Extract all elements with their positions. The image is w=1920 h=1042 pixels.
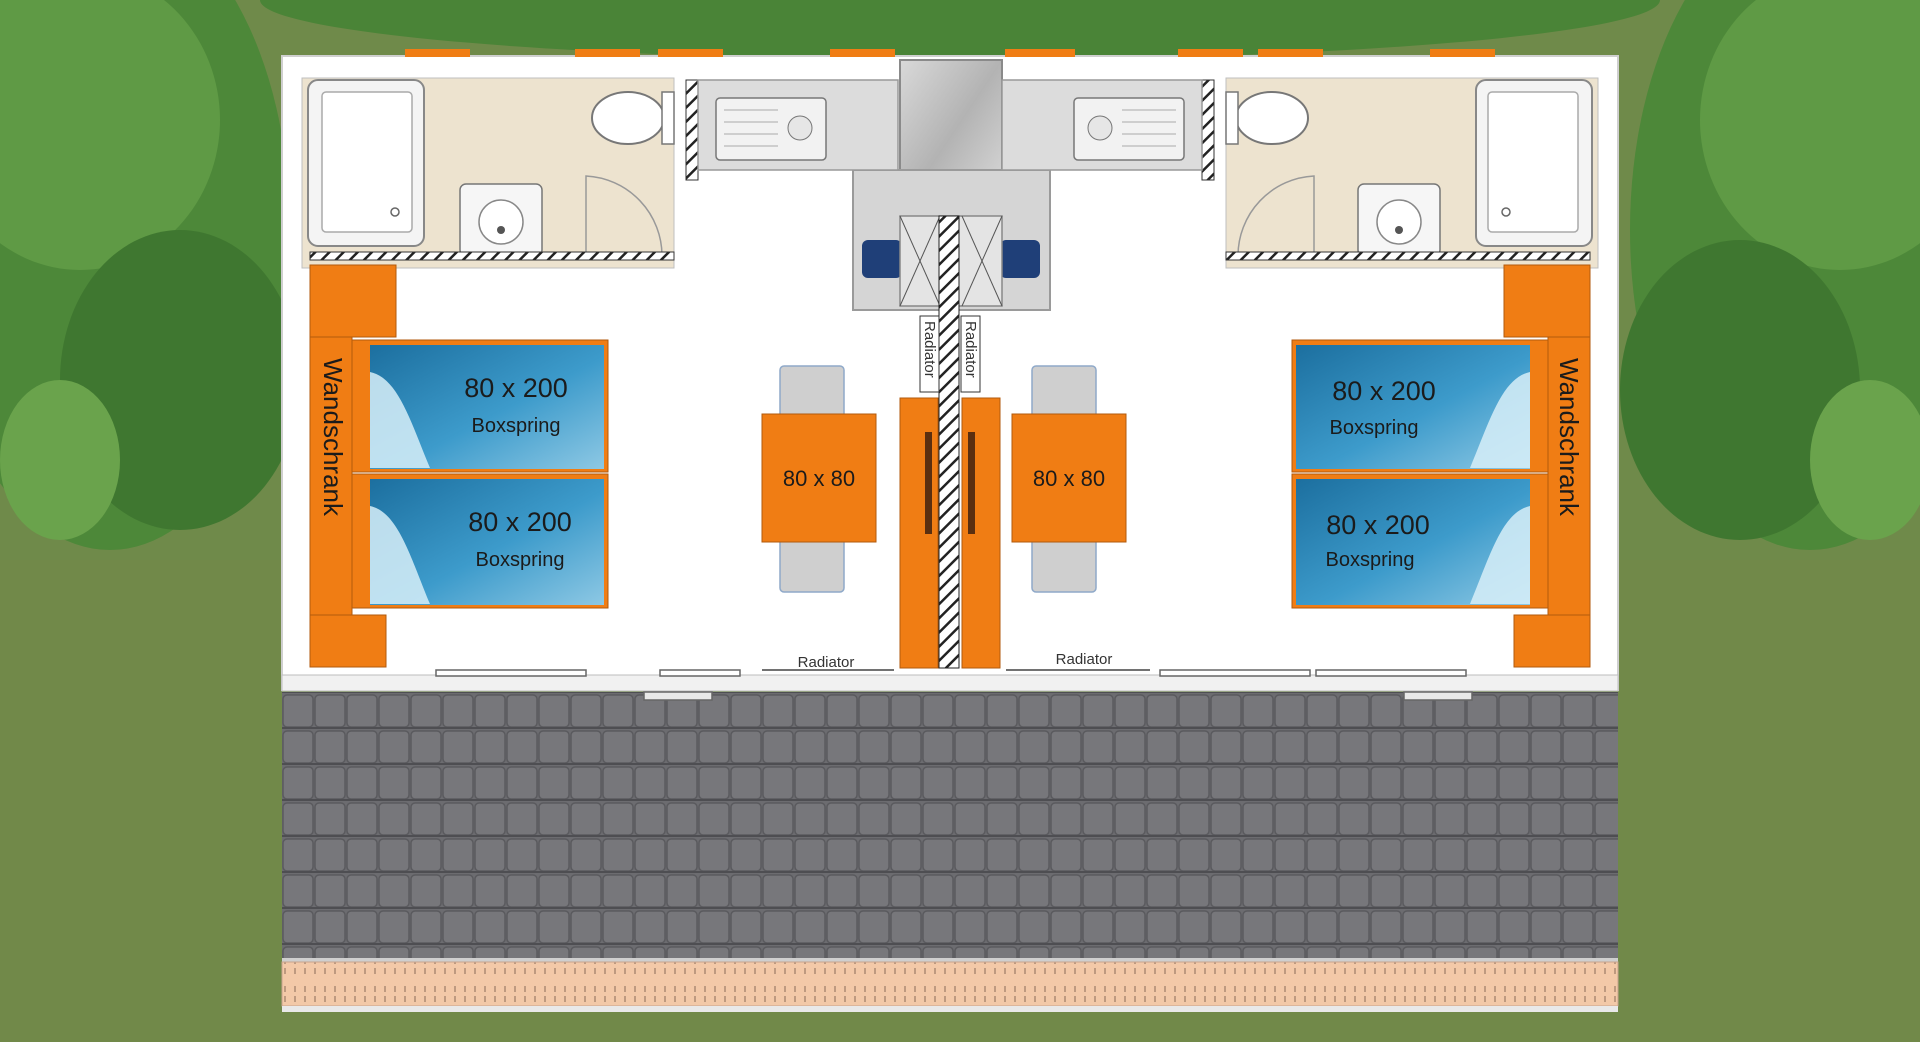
roof-edge (282, 958, 1618, 962)
right-bed-1-size: 80 x 200 (1332, 376, 1436, 406)
boiler-right (1000, 240, 1040, 278)
gutter (281, 961, 1619, 1007)
right-bath-wall (1225, 251, 1591, 261)
boiler-left (862, 240, 902, 278)
left-bed-1-type: Boxspring (472, 415, 561, 437)
cabinet-right-handle (968, 432, 975, 534)
left-bed-2-type: Boxspring (476, 549, 565, 571)
tree-canopy (0, 0, 1920, 550)
gutter-edge (282, 1006, 1618, 1012)
door-swing-icon (1237, 175, 1315, 257)
left-wardrobe (309, 336, 353, 616)
left-wardrobe-label: Wandschrank (318, 358, 348, 517)
left-wardrobe-bottom (309, 614, 387, 668)
left-table (761, 413, 877, 543)
radiator-wall-right-label: Radiator (962, 321, 979, 378)
left-bed-1-size: 80 x 200 (464, 373, 568, 403)
radiator-wall-left-label: Radiator (921, 321, 938, 378)
right-table (1011, 413, 1127, 543)
right-wardrobe-top (1503, 264, 1591, 338)
left-unit: Wandschrank 80 x 200 Boxspring 80 x 200 … (301, 77, 899, 701)
front-wall (281, 674, 1619, 692)
right-table-size: 80 x 80 (1033, 466, 1105, 491)
cabinet-right (961, 397, 1001, 669)
radiator-wall-left (919, 315, 940, 393)
left-radiator-bottom-label: Radiator (798, 654, 855, 671)
right-bed-1-type: Boxspring (1330, 417, 1419, 439)
toilet-icon (591, 91, 665, 145)
toilet-icon (1235, 91, 1309, 145)
right-unit: Wandschrank 80 x 200 Boxspring 80 x 200 … (1001, 77, 1599, 701)
door-swing-icon (585, 175, 663, 257)
right-wardrobe-label: Wandschrank (1554, 358, 1584, 517)
right-front-windows (1159, 669, 1473, 701)
top-windows (405, 49, 1495, 57)
left-front-windows (435, 669, 741, 701)
party-wall (938, 215, 960, 669)
left-bath-wall (309, 251, 675, 261)
right-wardrobe-bottom (1513, 614, 1591, 668)
cabinet-left (899, 397, 939, 669)
right-radiator-bottom-label: Radiator (1056, 651, 1113, 668)
cabinet-left-handle (925, 432, 932, 534)
right-bed-2-size: 80 x 200 (1326, 510, 1430, 540)
roof-tiles (282, 692, 1618, 958)
left-bed-2-size: 80 x 200 (468, 507, 572, 537)
radiator-wall-right (960, 315, 981, 393)
kitchen-sink-icon (1073, 97, 1185, 161)
right-bed-2-type: Boxspring (1326, 549, 1415, 571)
left-table-size: 80 x 80 (783, 466, 855, 491)
kitchen-sink-icon (715, 97, 827, 161)
left-wardrobe-top (309, 264, 397, 338)
right-wardrobe (1547, 336, 1591, 616)
